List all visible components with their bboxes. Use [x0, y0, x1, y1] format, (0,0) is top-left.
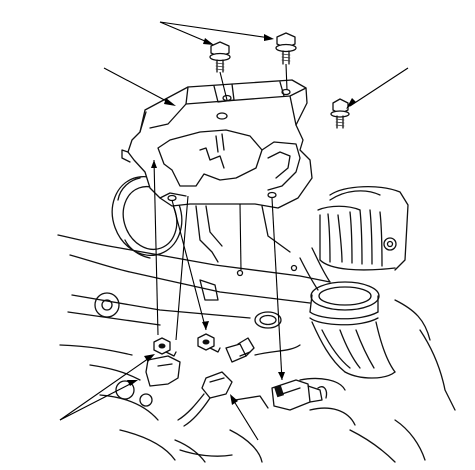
leader-arrows [59, 21, 409, 441]
sensor-bracket [145, 355, 181, 387]
engine-block [57, 190, 456, 463]
oxygen-sensor-connector [177, 337, 255, 427]
bracket-bolt-left [209, 41, 231, 73]
bracket-bolt-right [330, 98, 350, 129]
bracket-bolt-center [275, 32, 297, 65]
exhaust-pipe [309, 186, 409, 379]
assembly-guides [153, 63, 288, 381]
small-bolt-left [153, 337, 177, 357]
guide-arrowheads [151, 160, 285, 380]
small-bolt-right [197, 333, 221, 353]
sensor-lower-right [271, 379, 328, 411]
bracket [121, 79, 313, 263]
